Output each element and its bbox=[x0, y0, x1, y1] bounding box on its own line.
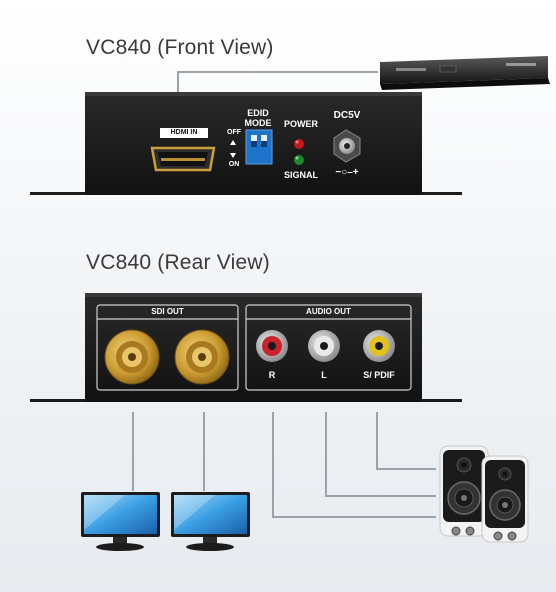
rear-view-title: VC840 (Rear View) bbox=[86, 251, 270, 274]
spdif-label: S/ PDIF bbox=[363, 370, 395, 380]
dvd-player-icon bbox=[380, 56, 550, 90]
mode-label: MODE bbox=[244, 118, 272, 128]
dc5v-label: DC5V bbox=[333, 110, 361, 121]
front-cable bbox=[177, 71, 378, 92]
sdi-out-panel bbox=[96, 304, 239, 391]
edid-mode-switch bbox=[245, 129, 273, 165]
audio-out-panel bbox=[245, 304, 412, 391]
rca-r-label: R bbox=[268, 370, 276, 380]
off-label: OFF bbox=[227, 129, 241, 136]
power-led bbox=[294, 139, 304, 149]
hdmi-in-port bbox=[150, 128, 216, 172]
rear-unit bbox=[30, 293, 462, 402]
monitor-icon bbox=[171, 492, 250, 551]
polarity-symbol: −○–+ bbox=[335, 167, 359, 178]
speaker-icon bbox=[439, 445, 489, 537]
edid-label: EDID bbox=[247, 108, 269, 118]
monitor-icon bbox=[81, 492, 160, 551]
rca-left-connector bbox=[308, 330, 340, 362]
sdi-out-label: SDI OUT bbox=[151, 307, 184, 316]
rca-right-connector bbox=[256, 330, 288, 362]
power-label: POWER bbox=[283, 119, 318, 129]
hdmi-in-label: HDMI IN bbox=[170, 129, 198, 136]
audio-cable-spdif bbox=[376, 412, 436, 470]
dc-power-jack bbox=[333, 129, 361, 163]
signal-label: SIGNAL bbox=[283, 170, 318, 180]
speaker-icon bbox=[481, 455, 529, 543]
sdi-bnc-connector bbox=[104, 329, 160, 385]
sdi-bnc-connector bbox=[174, 329, 230, 385]
audio-cable-left bbox=[325, 412, 436, 497]
rca-l-label: L bbox=[321, 370, 327, 380]
rca-spdif-connector bbox=[363, 330, 395, 362]
front-view-title: VC840 (Front View) bbox=[86, 36, 274, 59]
audio-out-label: AUDIO OUT bbox=[306, 307, 351, 316]
on-label: ON bbox=[228, 161, 240, 168]
off-on-arrows bbox=[230, 140, 236, 158]
audio-cable-right bbox=[272, 412, 436, 518]
signal-led bbox=[294, 155, 304, 165]
